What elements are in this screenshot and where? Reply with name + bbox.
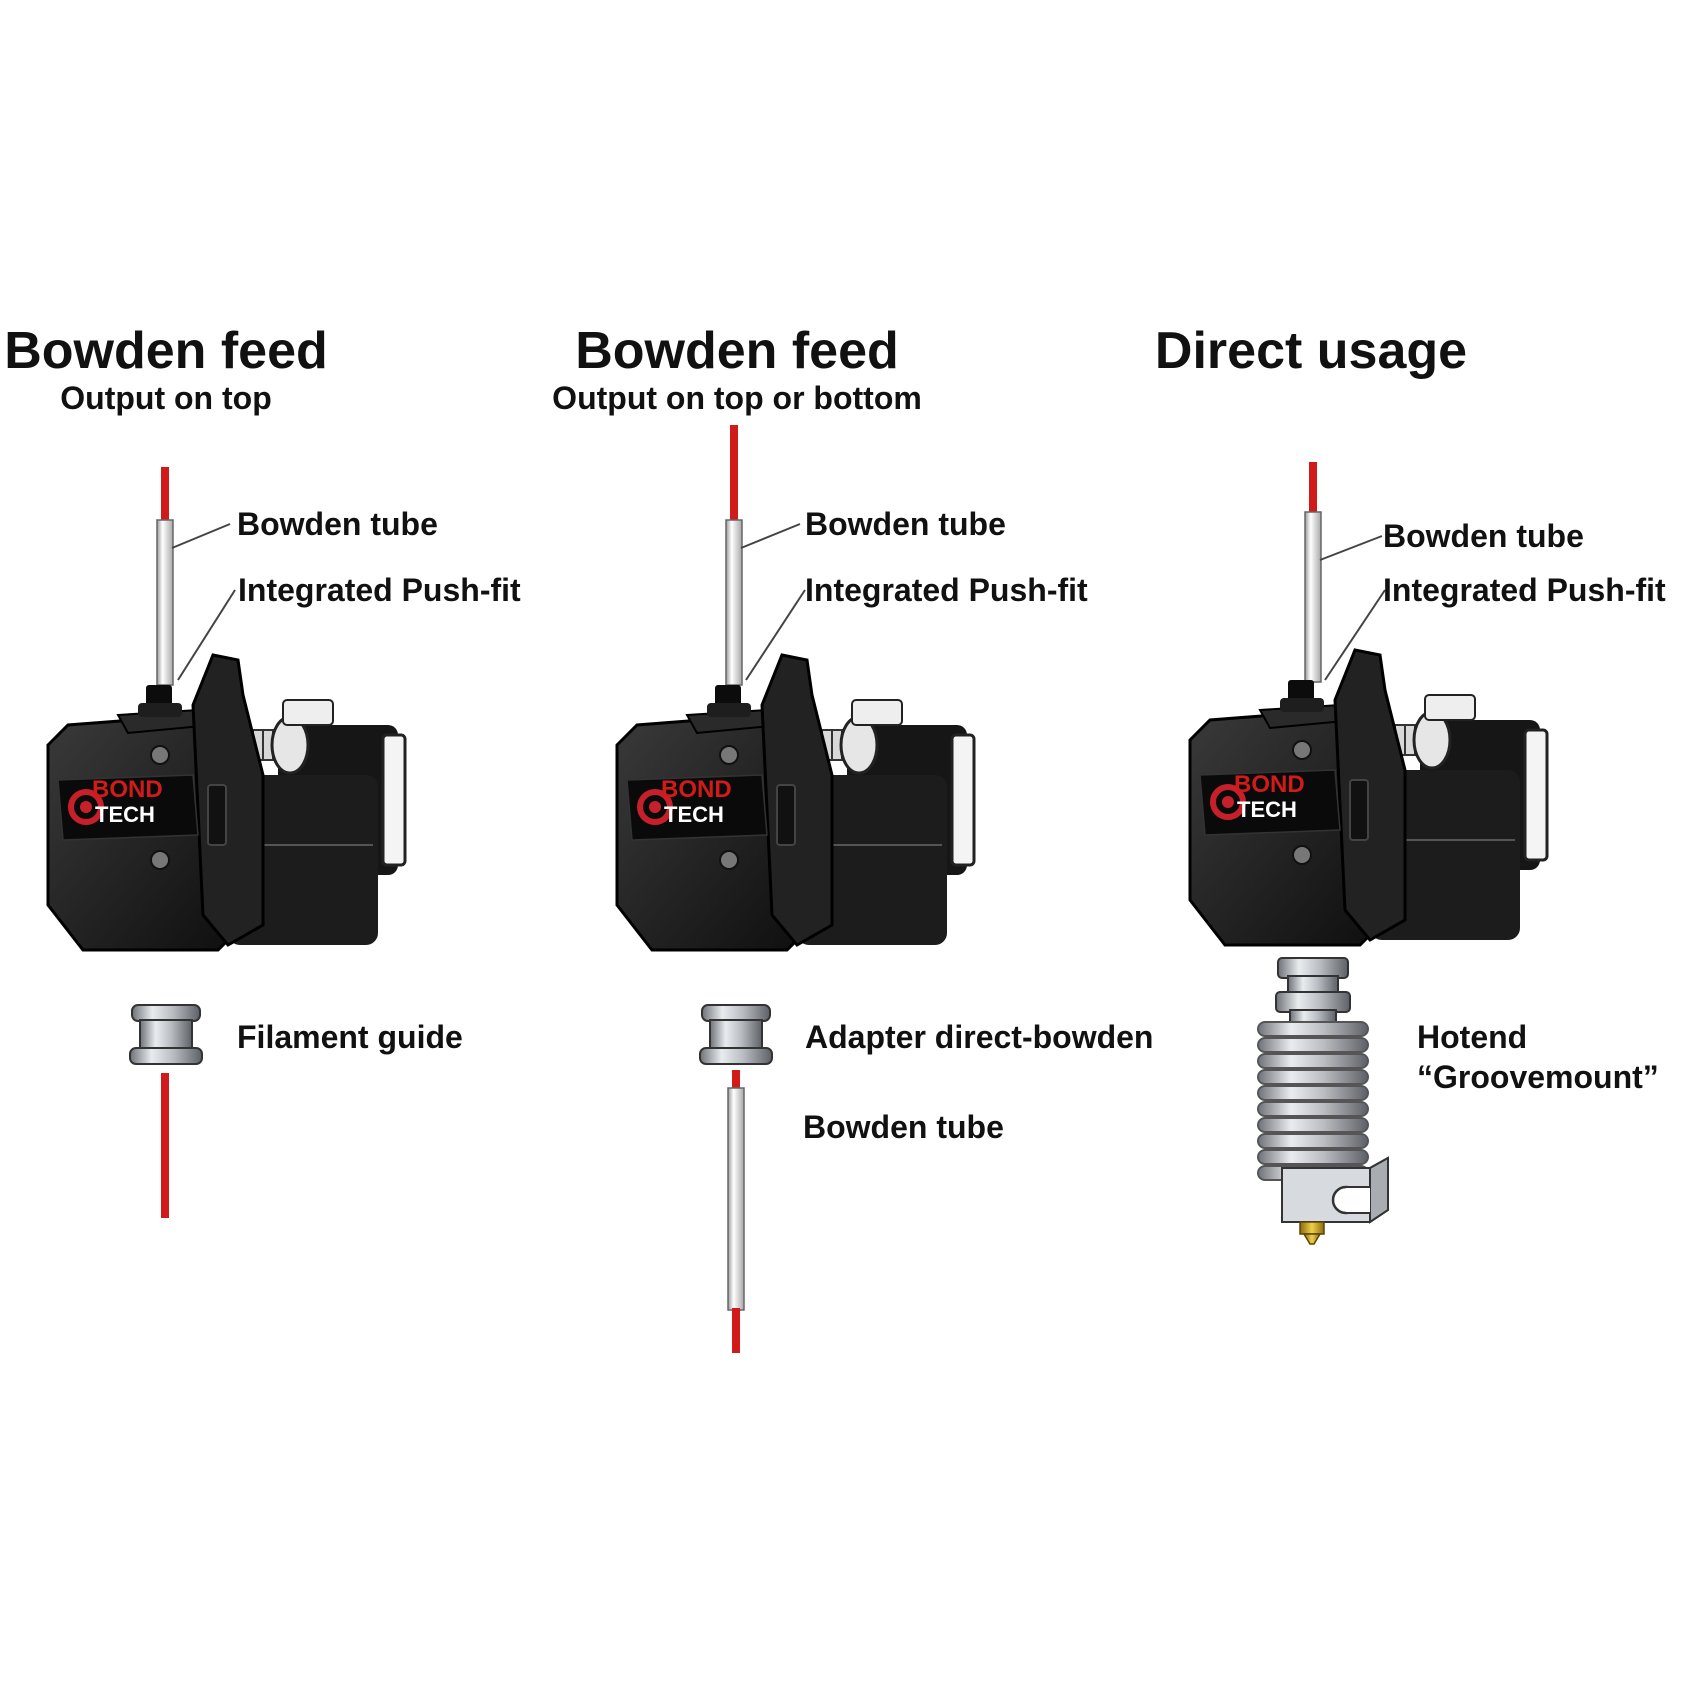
- leader-pushfit: [177, 589, 236, 681]
- panel-3-title: Direct usage: [1154, 322, 1468, 380]
- filament-bottom: [732, 1308, 740, 1353]
- panel-3-artwork: BOND TECH: [1190, 462, 1547, 1245]
- panel-1-tube-label: Bowden tube: [237, 506, 438, 542]
- panel-3-hotend-label: Hotend: [1417, 1019, 1528, 1055]
- filament-bottom: [161, 1073, 169, 1218]
- filament-guide-icon: [129, 1004, 203, 1065]
- leader-pushfit: [745, 589, 806, 681]
- panel-3-pushfit-label: Integrated Push-fit: [1383, 572, 1666, 608]
- logo-bond: BOND: [92, 776, 163, 803]
- panel-1-filament-guide-label: Filament guide: [237, 1019, 463, 1055]
- panel-2-pushfit-label: Integrated Push-fit: [805, 572, 1088, 608]
- filament-mid: [732, 1070, 740, 1092]
- adapter-direct-bowden-icon: [699, 1004, 773, 1065]
- panel-1-artwork: BOND TECH: [48, 467, 405, 1218]
- bowden-tube: [725, 519, 743, 686]
- filament-top: [1309, 462, 1317, 527]
- filament-top: [730, 425, 738, 530]
- logo-bond: BOND: [1234, 771, 1305, 798]
- logo-tech: TECH: [95, 802, 155, 827]
- bowden-tube-bottom: [727, 1087, 745, 1311]
- panel-2-subtitle: Output on top or bottom: [552, 380, 922, 416]
- leader-tube: [740, 523, 801, 549]
- leader-tube: [171, 523, 231, 549]
- panel-2-tube-label: Bowden tube: [805, 506, 1006, 542]
- panel-2-bottom-tube-label: Bowden tube: [803, 1109, 1004, 1145]
- leader-pushfit: [1324, 589, 1386, 681]
- panel-1-pushfit-label: Integrated Push-fit: [238, 572, 521, 608]
- logo-bond: BOND: [661, 776, 732, 803]
- panel-2-adapter-label: Adapter direct-bowden: [805, 1019, 1154, 1055]
- bowden-tube: [156, 519, 174, 686]
- logo-tech: TECH: [664, 802, 724, 827]
- logo-tech: TECH: [1237, 797, 1297, 822]
- panel-1-subtitle: Output on top: [60, 380, 272, 416]
- panel-1-title: Bowden feed: [4, 322, 328, 380]
- panel-2-artwork: BOND TECH: [617, 425, 974, 1353]
- panel-3-groovemount-label: “Groovemount”: [1417, 1059, 1659, 1095]
- filament-top: [161, 467, 169, 527]
- hotend-icon: [1257, 957, 1389, 1245]
- leader-tube: [1319, 535, 1383, 561]
- panel-2-title: Bowden feed: [575, 322, 899, 380]
- panel-3-tube-label: Bowden tube: [1383, 518, 1584, 554]
- bowden-tube: [1304, 511, 1322, 683]
